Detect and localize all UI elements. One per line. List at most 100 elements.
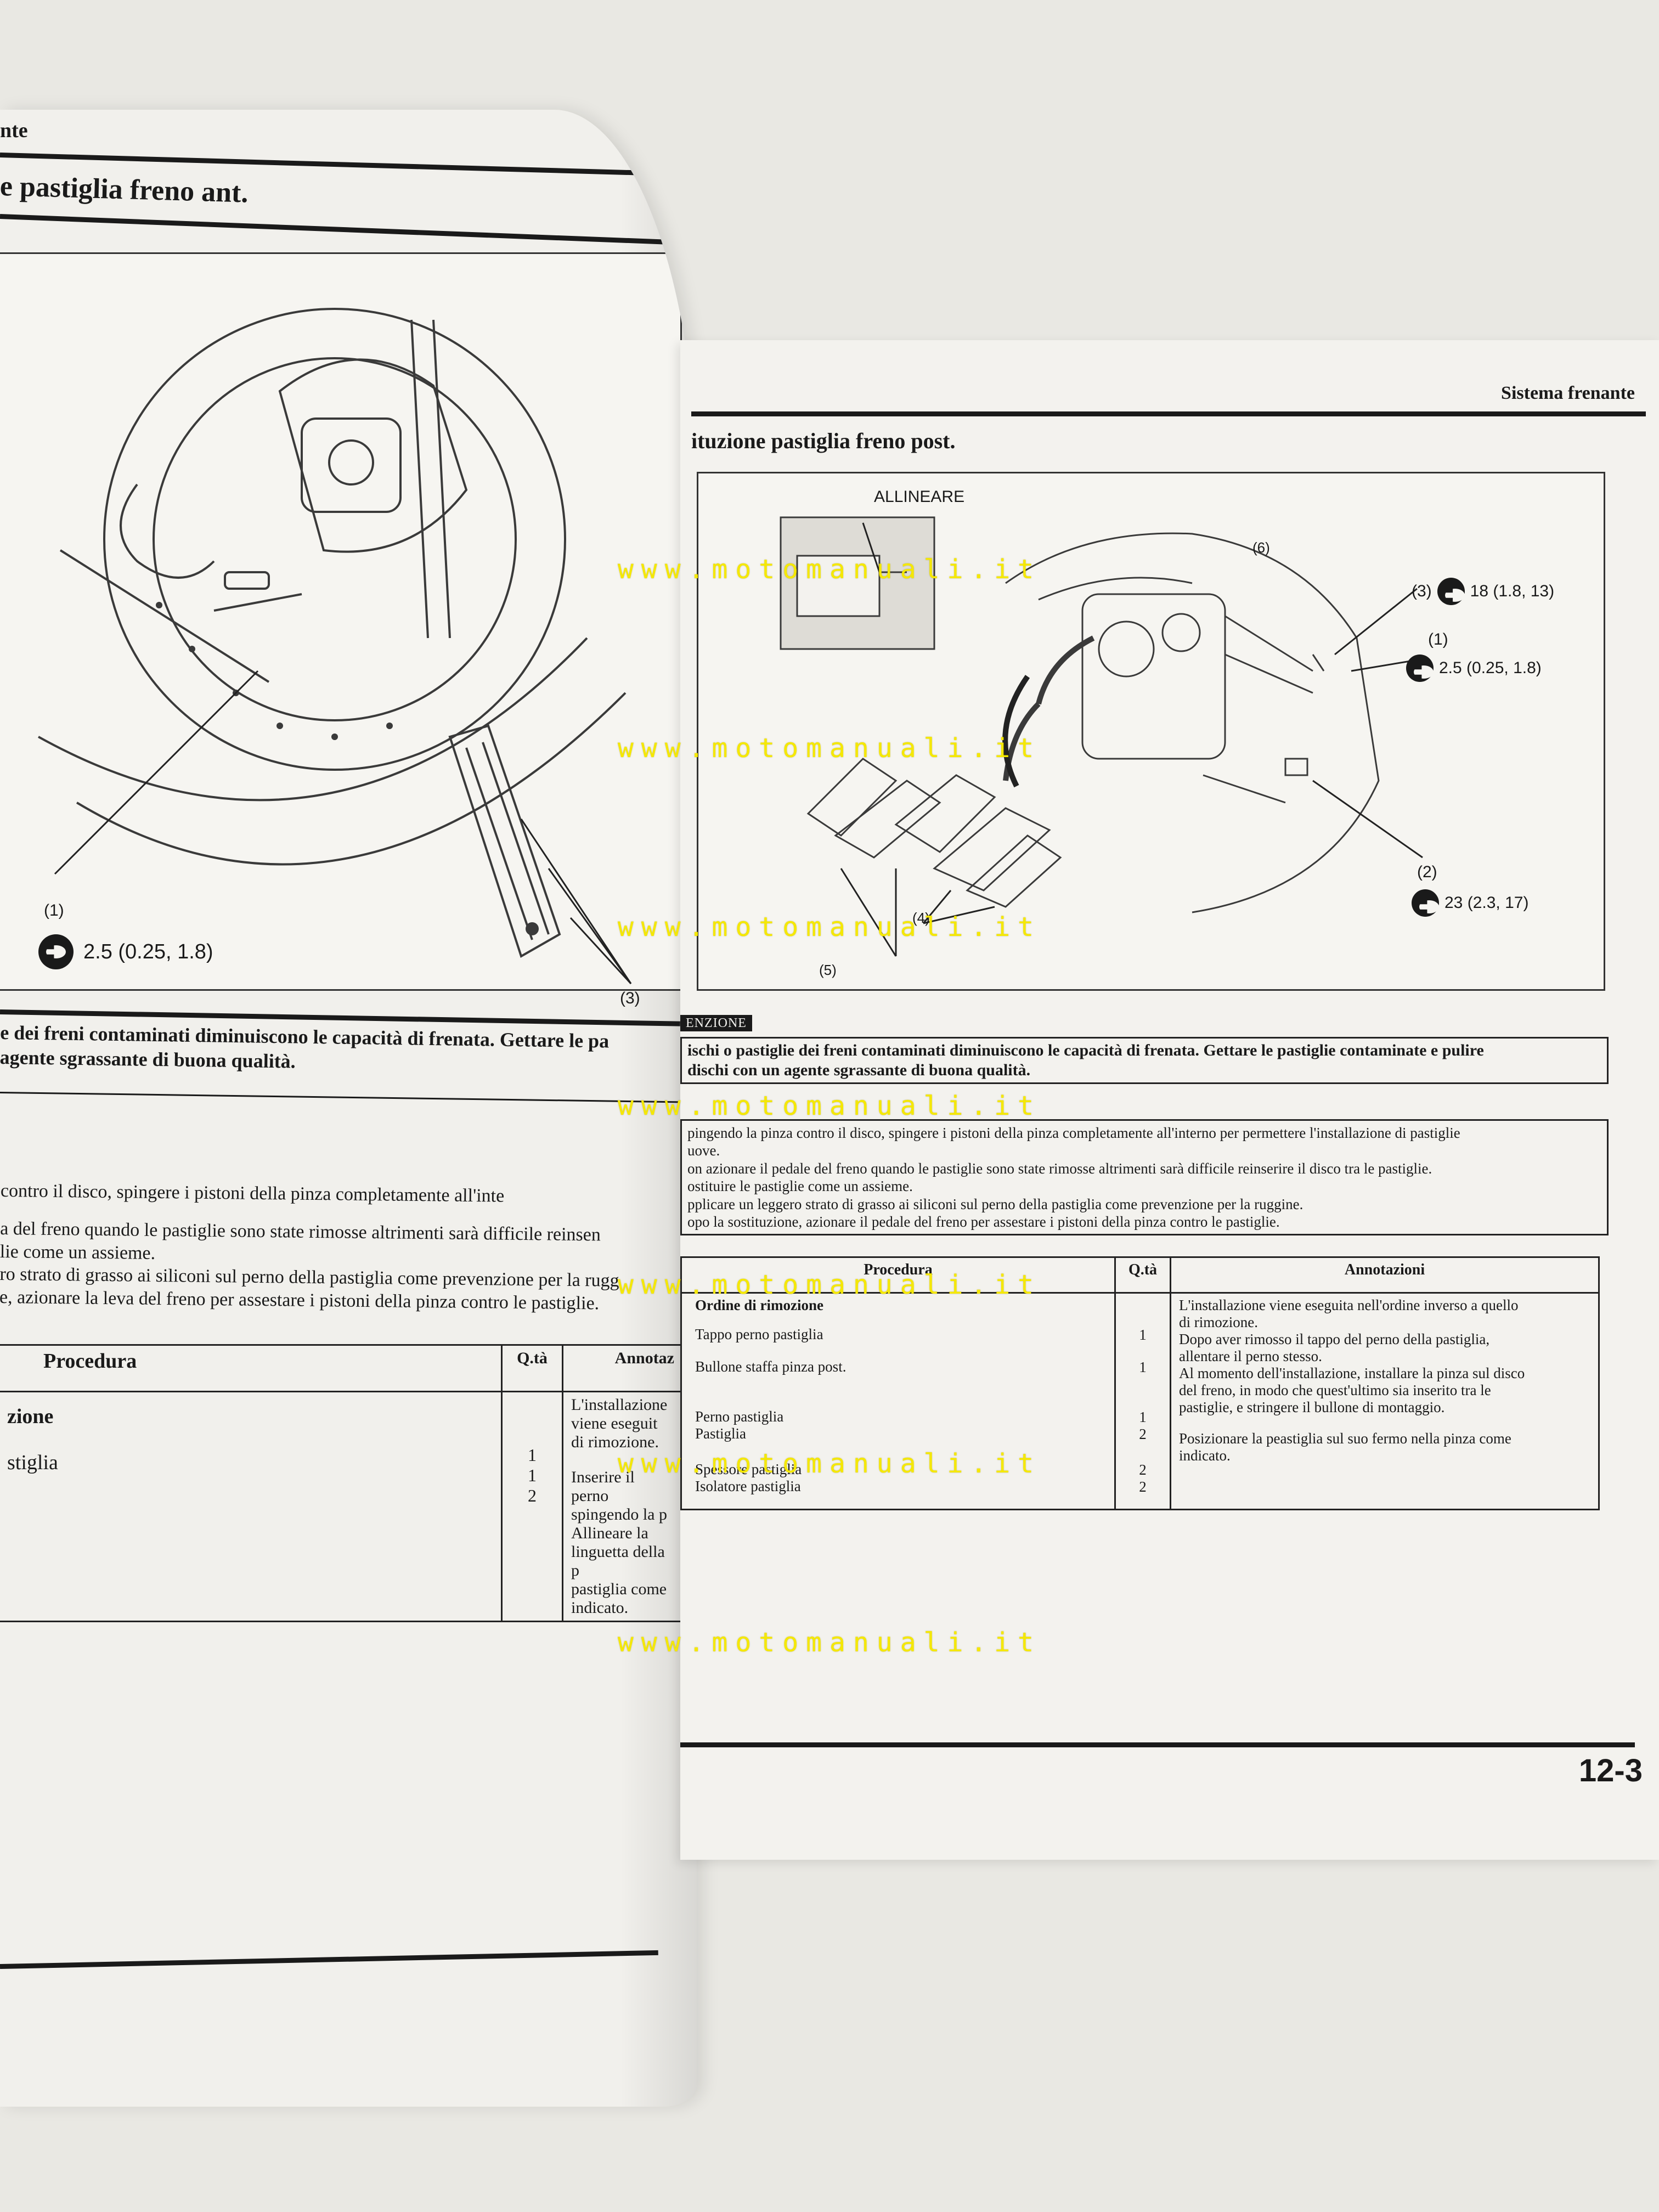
notes-box: pingendo la pinza contro il disco, sping… — [680, 1119, 1609, 1236]
caution-box: ischi o pastiglie dei freni contaminati … — [680, 1037, 1609, 1084]
torque-wrench-icon — [38, 934, 74, 969]
left-note-1: L'installazione viene eseguit — [571, 1396, 668, 1432]
left-row-item: stiglia — [7, 1451, 58, 1474]
left-footer-rule — [0, 1950, 658, 1969]
right-col-procedure: Procedura — [680, 1256, 1116, 1294]
note-1: pingendo la pinza contro il disco, sping… — [687, 1125, 1460, 1141]
torque-spec-r2: 23 (2.3, 17) — [1412, 889, 1528, 917]
qty-pastiglia: 2 — [1139, 1426, 1147, 1442]
watermark-4: www.motomanuali.it — [617, 1091, 1042, 1121]
caution-label: ENZIONE — [680, 1015, 752, 1031]
left-procedure-cell: zione stiglia — [0, 1391, 503, 1622]
torque-wrench-icon-3 — [1437, 578, 1465, 605]
rnote-5: Al momento dell'installazione, installar… — [1179, 1365, 1525, 1381]
right-col-notes: Annotazioni — [1170, 1256, 1600, 1294]
callout-1: (1) — [44, 901, 64, 919]
caution-line-1: ischi o pastiglie dei freni contaminati … — [687, 1041, 1484, 1059]
right-page: Sistema frenante ituzione pastiglia fren… — [680, 340, 1659, 1860]
qty-spessore: 2 — [1139, 1462, 1147, 1478]
right-col-qty: Q.tà — [1114, 1256, 1171, 1294]
qty-tappo: 1 — [1139, 1327, 1147, 1343]
note-3: ostituire le pastiglie come un assieme. — [687, 1178, 913, 1195]
left-note-3: Inserire il perno spingendo la p — [571, 1468, 667, 1523]
left-col-notes: Annotaz — [562, 1344, 684, 1392]
torque-value-1: 2.5 (0.25, 1.8) — [83, 940, 213, 963]
row-pastiglia: Pastiglia — [695, 1425, 746, 1442]
torque-spec-1: 2.5 (0.25, 1.8) — [38, 934, 213, 969]
right-procedure-cell: Ordine di rimozione Tappo perno pastigli… — [680, 1292, 1116, 1510]
note-2: on azionare il pedale del freno quando l… — [687, 1160, 1432, 1177]
left-qty-cell: 1 1 2 — [501, 1391, 563, 1622]
page-number: 12-3 — [1578, 1753, 1643, 1788]
right-page-header: Sistema frenante — [1501, 383, 1635, 403]
left-notice: e dei freni contaminati diminuiscono le … — [0, 1020, 681, 1079]
allineare-label: ALLINEARE — [874, 488, 965, 506]
rnote-9: indicato. — [1179, 1447, 1231, 1464]
rnote-7: pastiglie, e stringere il bullone di mon… — [1179, 1399, 1445, 1415]
watermark-7: www.motomanuali.it — [617, 1627, 1042, 1658]
left-note-5: pastiglia come indicato. — [571, 1580, 667, 1617]
front-brake-diagram: (1) 2.5 (0.25, 1.8) (3) — [0, 252, 682, 1007]
watermark-3: www.motomanuali.it — [617, 912, 1042, 943]
row-perno: Perno pastiglia — [695, 1408, 784, 1425]
row-isolatore: Isolatore pastiglia — [695, 1478, 801, 1494]
callout-r2: (2) — [1417, 863, 1437, 881]
callout-r1: (1) — [1428, 630, 1448, 648]
left-section-title: e pastiglia freno ant. — [0, 171, 249, 209]
left-row-order: zione — [7, 1405, 54, 1428]
row-spessore: Spessore pastiglia — [695, 1461, 802, 1477]
watermark-6: www.motomanuali.it — [617, 1448, 1042, 1479]
callout-r5: (5) — [819, 962, 837, 978]
left-notes-cell: L'installazione viene eseguit di rimozio… — [562, 1391, 684, 1622]
torque-wrench-icon-1 — [1406, 654, 1434, 682]
left-page-header: nte — [0, 119, 28, 142]
rnote-1: L'installazione viene eseguita nell'ordi… — [1179, 1297, 1519, 1313]
left-qty-1: 1 — [528, 1445, 537, 1465]
watermark-5: www.motomanuali.it — [617, 1269, 1042, 1300]
left-note-2: di rimozione. — [571, 1433, 659, 1451]
right-header-rule — [691, 411, 1646, 416]
callout-r4: (4) — [912, 910, 930, 926]
right-qty-cell: 1 1 1 2 2 2 — [1114, 1292, 1171, 1510]
left-procedure-table: Procedura Q.tà Annotaz zione stiglia 1 1… — [0, 1344, 684, 1622]
qty-perno: 1 — [1139, 1409, 1147, 1425]
callout-3: (3) — [620, 989, 640, 1007]
left-col-procedure: Procedura — [0, 1344, 503, 1392]
torque-value-r2: 23 (2.3, 17) — [1444, 894, 1529, 912]
watermark-1: www.motomanuali.it — [617, 554, 1042, 585]
right-footer-rule — [680, 1742, 1635, 1747]
rear-caliper-illustration — [780, 516, 1423, 957]
rnote-3: Dopo aver rimosso il tappo del perno del… — [1179, 1331, 1490, 1347]
left-note-4: Allineare la linguetta della p — [571, 1524, 665, 1579]
callout-r3: (3) — [1412, 582, 1432, 600]
left-qty-3: 2 — [528, 1486, 537, 1505]
rnote-2: di rimozione. — [1179, 1314, 1258, 1330]
left-col-qty: Q.tà — [501, 1344, 563, 1392]
caution-line-2: dischi con un agente sgrassante di buona… — [687, 1061, 1031, 1079]
note-4: pplicare un leggero strato di grasso ai … — [687, 1195, 1304, 1212]
rnote-8: Posizionare la peastiglia sul suo fermo … — [1179, 1430, 1511, 1447]
rnote-4: allentare il perno stesso. — [1179, 1348, 1322, 1364]
torque-wrench-icon-2 — [1412, 889, 1439, 917]
row-order: Ordine di rimozione — [695, 1297, 823, 1313]
row-bullone: Bullone staffa pinza post. — [695, 1358, 847, 1375]
torque-value-3: 18 (1.8, 13) — [1470, 582, 1555, 600]
right-notes-cell: L'installazione viene eseguita nell'ordi… — [1170, 1292, 1600, 1510]
right-section-title: ituzione pastiglia freno post. — [691, 428, 956, 453]
callout-r6: (6) — [1252, 539, 1270, 556]
note-5: opo la sostituzione, azionare il pedale … — [687, 1213, 1280, 1230]
rear-brake-diagram: ALLINEARE (3) 18 (1.8, 13) (1) 2.5 (0.25… — [697, 472, 1605, 991]
left-qty-2: 1 — [528, 1465, 537, 1485]
torque-spec-r1: 2.5 (0.25, 1.8) — [1406, 654, 1542, 682]
torque-value-r1: 2.5 (0.25, 1.8) — [1439, 659, 1542, 677]
torque-spec-3: (3) 18 (1.8, 13) — [1412, 578, 1554, 605]
title-rule — [0, 214, 680, 245]
qty-isolatore: 2 — [1139, 1479, 1147, 1495]
qty-bullone: 1 — [1139, 1359, 1147, 1375]
front-caliper-illustration — [38, 308, 632, 985]
right-procedure-table: Procedura Q.tà Annotazioni Ordine di rim… — [680, 1256, 1600, 1510]
caution-tag: ENZIONE — [680, 1015, 752, 1031]
rnote-6: del freno, in modo che quest'ultimo sia … — [1179, 1382, 1491, 1398]
watermark-2: www.motomanuali.it — [617, 733, 1042, 764]
note-1b: uove. — [687, 1142, 720, 1159]
